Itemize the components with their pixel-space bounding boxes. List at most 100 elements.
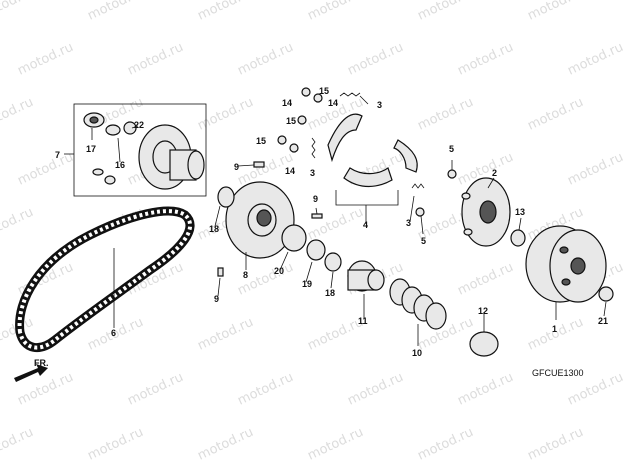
callout-18a: 18: [209, 224, 219, 234]
watermark-text: motod.ru: [305, 425, 365, 464]
nut-14a: [313, 93, 323, 103]
watermark-text: motod.ru: [15, 40, 75, 79]
callout-3c: 3: [406, 218, 411, 228]
callout-2: 2: [492, 168, 497, 178]
watermark-text: motod.ru: [235, 370, 295, 409]
callout-15c: 15: [256, 136, 266, 146]
watermark-text: motod.ru: [415, 425, 475, 464]
watermark-text: motod.ru: [195, 0, 255, 24]
callout-15b: 15: [286, 116, 296, 126]
callout-11: 11: [358, 316, 368, 326]
nut-14b: [289, 143, 299, 153]
callout-8: 8: [243, 270, 248, 280]
watermark-text: motod.ru: [565, 40, 625, 79]
watermark-text: motod.ru: [565, 150, 625, 189]
pin-9a: [253, 161, 265, 168]
callout-17: 17: [86, 144, 96, 154]
watermark-text: motod.ru: [345, 370, 405, 409]
callout-18b: 18: [325, 288, 335, 298]
pin-9c: [217, 267, 224, 277]
callout-3a: 3: [377, 100, 382, 110]
drive-face-assembly: [83, 112, 205, 190]
callout-7: 7: [55, 150, 60, 160]
clutch-spring-3b: [311, 137, 316, 159]
callout-labels: 1 2 3 3 3 4 5 5 6 7 8 9 9 9 10 11 12 13 …: [55, 86, 608, 358]
o-ring-19: [306, 239, 326, 261]
callout-6: 6: [111, 328, 116, 338]
watermark-text: motod.ru: [85, 425, 145, 464]
watermark-text: motod.ru: [525, 425, 585, 464]
callout-12: 12: [478, 306, 488, 316]
callout-5a: 5: [449, 144, 454, 154]
pin-9b: [311, 213, 323, 219]
drive-plate: [461, 177, 511, 247]
washer-15b: [297, 115, 307, 125]
diagram-code: GFCUE1300: [532, 368, 584, 378]
watermark-text: motod.ru: [305, 205, 365, 244]
callout-14a: 14: [282, 98, 292, 108]
clutch-shoe-set: [327, 113, 418, 206]
watermark-text: motod.ru: [455, 40, 515, 79]
watermark-text: motod.ru: [305, 0, 365, 24]
washer-15c: [277, 135, 287, 145]
nut-21: [598, 286, 614, 302]
watermark-text: motod.ru: [0, 425, 36, 464]
callout-22: 22: [134, 120, 144, 130]
watermark-text: motod.ru: [455, 370, 515, 409]
washer-13: [510, 229, 526, 247]
watermark-text: motod.ru: [0, 95, 36, 134]
front-direction-arrow: [14, 364, 48, 382]
watermark-text: motod.ru: [0, 205, 36, 244]
watermark-text: motod.ru: [195, 425, 255, 464]
clutch-spring-3c: [411, 183, 425, 189]
o-ring-20: [281, 224, 307, 252]
callout-4: 4: [363, 220, 368, 230]
callout-9b: 9: [313, 194, 318, 204]
driven-spring: [389, 278, 447, 330]
clutch-spring-3a: [339, 92, 361, 97]
driven-face: [217, 181, 295, 259]
callout-10: 10: [412, 348, 422, 358]
watermark-text: motod.ru: [525, 0, 585, 24]
watermark-text: motod.ru: [125, 370, 185, 409]
watermark-text: motod.ru: [15, 150, 75, 189]
nut-5a: [447, 169, 457, 179]
collar-12: [469, 331, 499, 357]
watermark-text: motod.ru: [525, 315, 585, 354]
watermark-text: motod.ru: [455, 260, 515, 299]
callout-14b: 14: [328, 98, 338, 108]
watermark-text: motod.ru: [195, 95, 255, 134]
oil-seal-18: [324, 252, 342, 272]
drive-belt: [15, 206, 195, 352]
watermark-text: motod.ru: [415, 0, 475, 24]
callout-5b: 5: [421, 236, 426, 246]
callout-1: 1: [552, 324, 557, 334]
callout-15a: 15: [319, 86, 329, 96]
nut-5b: [415, 207, 425, 217]
callout-13: 13: [515, 207, 525, 217]
watermark-text: motod.ru: [195, 315, 255, 354]
callout-3b: 3: [310, 168, 315, 178]
callout-20: 20: [274, 266, 284, 276]
callout-9a: 9: [234, 162, 239, 172]
watermark-text: motod.ru: [125, 40, 185, 79]
callout-21: 21: [598, 316, 608, 326]
watermark-text: motod.ru: [0, 0, 36, 24]
clutch-outer: [525, 225, 607, 303]
washer-15a: [301, 87, 311, 97]
callout-14c: 14: [285, 166, 295, 176]
watermark-text: motod.ru: [345, 40, 405, 79]
leader-lines: [64, 95, 607, 346]
front-label: FR.: [34, 358, 49, 368]
watermark-text: motod.ru: [415, 95, 475, 134]
callout-16: 16: [115, 160, 125, 170]
callout-19: 19: [302, 279, 312, 289]
watermark-text: motod.ru: [525, 95, 585, 134]
spring-seat-collar: [347, 260, 385, 292]
watermark-text: motod.ru: [85, 0, 145, 24]
watermark-text: motod.ru: [305, 315, 365, 354]
callout-9c: 9: [214, 294, 219, 304]
watermark-text: motod.ru: [235, 40, 295, 79]
